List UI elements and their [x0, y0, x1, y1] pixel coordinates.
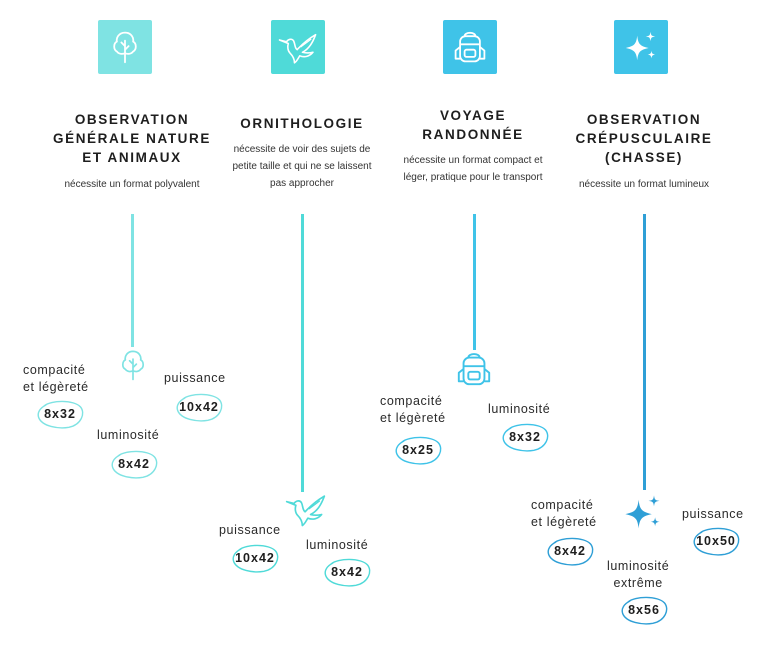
badge-label: compacité et légèreté	[531, 498, 597, 529]
sparkles-icon	[621, 491, 665, 535]
timeline-line	[301, 214, 304, 492]
badge-label: compacité et légèreté	[380, 394, 446, 425]
format-badge: 10x50	[689, 525, 743, 557]
timeline-line	[131, 214, 134, 347]
hummingbird-icon	[276, 29, 320, 65]
badge-label: puissance	[164, 371, 226, 385]
column-description: nécessite un format polyvalent	[64, 179, 200, 190]
badge-label: luminosité	[306, 538, 369, 552]
backpack-icon	[455, 350, 493, 388]
column-ornithology: ORNITHOLOGIE nécessite de voir des sujet…	[207, 0, 397, 647]
format-badge: 8x32	[498, 421, 552, 453]
column-description: nécessite de voir des sujets de petite t…	[232, 144, 372, 189]
format-badge: 8x42	[107, 448, 161, 480]
format-badge: 8x42	[543, 535, 597, 567]
badge-label: compacité et légèreté	[23, 363, 89, 394]
hummingbird-icon	[283, 490, 329, 528]
tree-icon	[116, 348, 150, 382]
column-title: ORNITHOLOGIE	[240, 116, 364, 131]
format-badge: 10x42	[228, 542, 282, 574]
tree-icon-box	[98, 20, 152, 74]
column-title: OBSERVATION GÉNÉRALE NATURE ET ANIMAUX	[52, 112, 211, 165]
column-twilight-hunting: OBSERVATION CRÉPUSCULAIRE (CHASSE) néces…	[531, 0, 743, 647]
badge-label: puissance	[682, 507, 744, 521]
column-travel-hiking: VOYAGE RANDONNÉE nécessite un format com…	[378, 0, 568, 647]
column-title: VOYAGE RANDONNÉE	[422, 108, 524, 142]
timeline-line	[643, 214, 646, 490]
badge-label: puissance	[219, 523, 281, 537]
timeline-line	[473, 214, 476, 350]
sparkles-icon-box	[614, 20, 668, 74]
format-badge: 8x56	[617, 594, 671, 626]
badge-label: luminosité extrême	[607, 559, 670, 590]
hummingbird-icon-box	[271, 20, 325, 74]
column-description: nécessite un format compact et léger, pr…	[403, 155, 543, 183]
backpack-icon	[452, 29, 488, 65]
format-badge: 8x32	[33, 398, 87, 430]
tree-icon	[107, 29, 143, 65]
format-badge: 8x25	[391, 434, 445, 466]
column-general-nature: OBSERVATION GÉNÉRALE NATURE ET ANIMAUX n…	[23, 0, 227, 647]
column-description: nécessite un format lumineux	[578, 179, 710, 190]
format-badge: 10x42	[172, 391, 226, 423]
sparkles-icon	[622, 28, 660, 66]
column-title: OBSERVATION CRÉPUSCULAIRE (CHASSE)	[575, 112, 713, 165]
format-badge: 8x42	[320, 556, 374, 588]
backpack-icon-box	[443, 20, 497, 74]
badge-label: luminosité	[488, 402, 551, 416]
badge-label: luminosité	[97, 428, 160, 442]
